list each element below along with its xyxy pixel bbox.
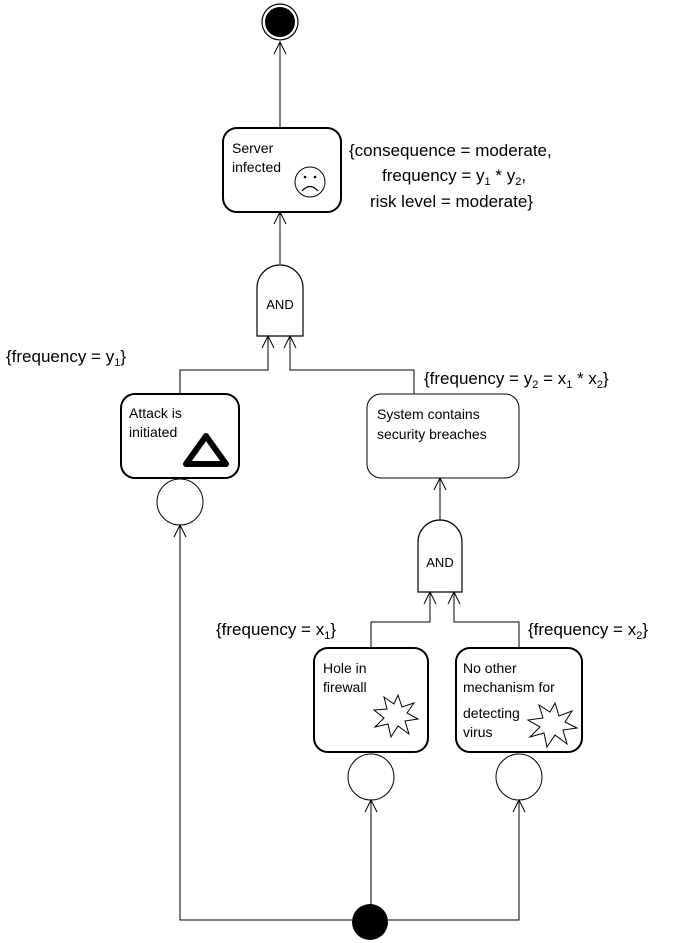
event-hole-in-firewall: Hole in firewall	[313, 647, 429, 753]
and-gate-bottom-label: AND	[426, 555, 453, 570]
triangle-icon	[183, 433, 229, 467]
event-no-other-mechanism: No other mechanism for detecting virus	[455, 647, 583, 753]
noother-label-line2: mechanism for	[463, 679, 555, 695]
connector-and2-to-system	[433, 476, 447, 520]
hole-initiator-circle	[347, 753, 395, 801]
connector-attack-to-and	[179, 334, 275, 394]
explosion-icon	[372, 693, 420, 739]
and-gate-bottom: AND	[417, 519, 463, 593]
noother-frequency-text: {frequency = x2}	[528, 620, 648, 642]
attack-frequency-text: {frequency = y1}	[6, 347, 126, 369]
event-attack-initiated: Attack is initiated	[120, 393, 240, 479]
server-label-line1: Server	[232, 140, 274, 156]
server-frequency-text: frequency = y1 * y2,	[382, 166, 526, 188]
end-state-node	[261, 3, 299, 41]
initial-state-node	[352, 904, 388, 940]
connector-noother-to-and2	[447, 590, 520, 648]
attack-initiator-circle	[156, 478, 204, 526]
attack-label-line1: Attack is	[129, 405, 182, 421]
server-consequence-text: {consequence = moderate,	[349, 141, 552, 160]
sad-face-icon	[294, 166, 326, 198]
connector-bottom-to-noother	[388, 798, 526, 921]
connector-hole-to-and2	[370, 590, 437, 648]
system-label-line2: security breaches	[377, 426, 487, 442]
attack-label-line2: initiated	[129, 424, 177, 440]
server-label-line2: infected	[232, 159, 281, 175]
hole-frequency-text: {frequency = x1}	[216, 620, 336, 642]
and-gate-top: AND	[256, 264, 304, 337]
connector-bottom-to-hole	[364, 798, 378, 905]
noother-label-line4: virus	[463, 724, 493, 740]
event-system-breaches: System contains security breaches	[366, 393, 520, 479]
and-gate-top-label: AND	[266, 297, 293, 312]
connector-server-to-end	[273, 40, 287, 128]
noother-initiator-circle	[495, 753, 543, 801]
system-frequency-text: {frequency = y2 = x1 * x2}	[424, 369, 609, 391]
server-risk-text: risk level = moderate}	[370, 192, 533, 211]
noother-label-line1: No other	[463, 660, 517, 676]
explosion-icon	[526, 701, 579, 749]
hole-label-line2: firewall	[323, 679, 367, 695]
hole-label-line1: Hole in	[323, 660, 367, 676]
connector-and-to-server	[273, 210, 287, 264]
event-server-infected: Server infected	[222, 127, 342, 213]
noother-label-line3: detecting	[463, 705, 520, 721]
server-annotation: {consequence = moderate, frequency = y1 …	[349, 141, 552, 211]
system-label-line1: System contains	[377, 406, 480, 422]
connector-bottom-to-attack	[173, 523, 352, 921]
connector-system-to-and	[283, 334, 415, 394]
